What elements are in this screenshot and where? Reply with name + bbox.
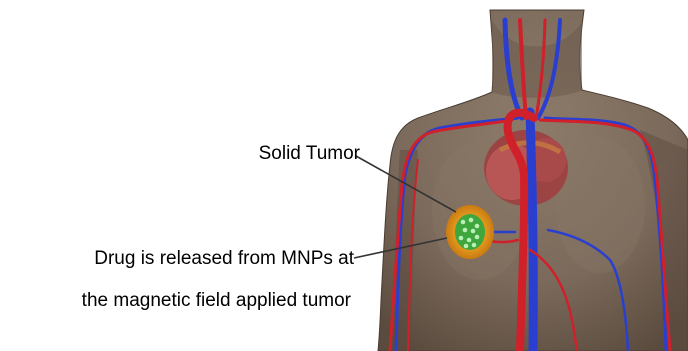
solid-tumor-label: Solid Tumor [259,143,360,165]
solid-tumor [446,205,494,259]
drug-release-label-line-1: Drug is released from MNPs at [94,248,354,270]
drug-release-label-line-2: the magnetic field applied tumor [82,290,351,312]
